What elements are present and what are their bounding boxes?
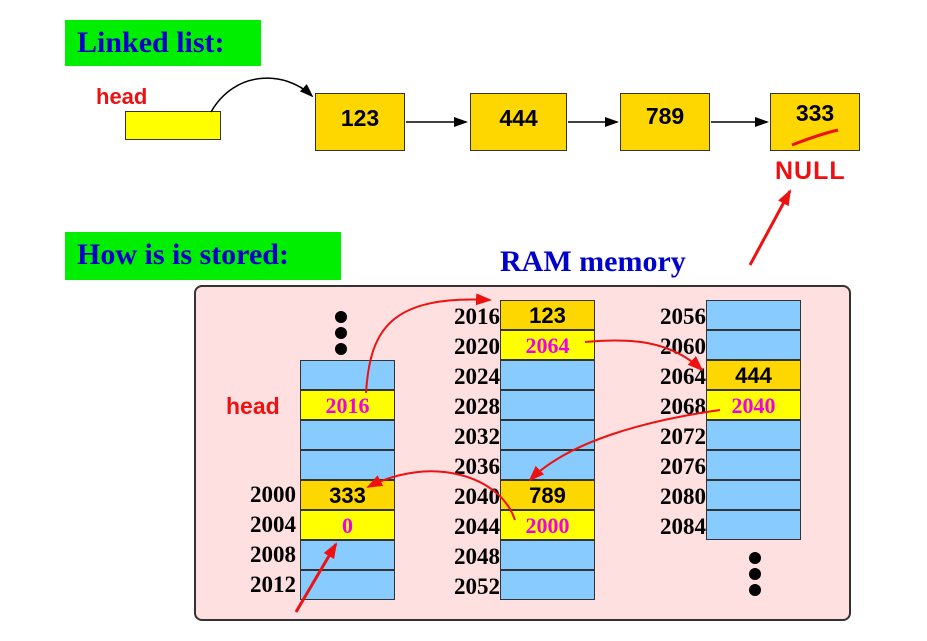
head-pointer-box [125, 111, 221, 140]
address-label: 2084 [660, 514, 706, 539]
memory-cell: 2000 [500, 510, 595, 540]
strike-mark [791, 128, 839, 147]
head-label: head [96, 84, 148, 109]
address-label: 2080 [660, 484, 706, 509]
2064-pointer-arrow [584, 339, 704, 372]
address-label: 2024 [454, 364, 500, 389]
memory-cell [706, 300, 801, 330]
memory-cell [500, 390, 595, 420]
memory-cell: 123 [500, 300, 595, 330]
memory-column-1: 2016 333 0 [300, 360, 395, 600]
how-stored-title: How is is stored: [65, 232, 341, 280]
memory-cell: 2016 [300, 390, 395, 420]
memory-column-2: 123 2064 789 2000 [500, 300, 595, 600]
address-label: 2004 [250, 512, 296, 537]
list-node-2: 444 [470, 93, 567, 151]
address-label: 2028 [454, 394, 500, 419]
address-label: 2032 [454, 424, 500, 449]
address-label: 2000 [250, 482, 296, 507]
memory-cell: 333 [300, 480, 395, 510]
address-label: 2012 [250, 572, 296, 597]
address-label: 2044 [454, 514, 500, 539]
memory-cell: 789 [500, 480, 595, 510]
memory-cell [500, 570, 595, 600]
null-pointer-arrow [748, 189, 792, 266]
ram-memory-title: RAM memory [500, 245, 686, 278]
address-label: 2008 [250, 542, 296, 567]
head-to-2016-arrow [365, 293, 492, 394]
null-label: NULL [775, 157, 846, 185]
memory-cell [500, 360, 595, 390]
memory-cell [706, 480, 801, 510]
memory-cell: 2040 [706, 390, 801, 420]
memory-cell [706, 450, 801, 480]
head-to-node-arrow [210, 77, 314, 113]
list-node-1: 123 [315, 93, 405, 151]
memory-cell [706, 420, 801, 450]
memory-head-label: head [226, 393, 280, 419]
ellipsis-dots-right [749, 552, 761, 596]
address-label: 2056 [660, 304, 706, 329]
memory-cell [300, 360, 395, 390]
list-node-4: 333 [770, 93, 860, 151]
memory-cell: 2064 [500, 330, 595, 360]
address-label: 2048 [454, 544, 500, 569]
memory-cell [300, 570, 395, 600]
memory-cell [500, 420, 595, 450]
memory-cell [500, 540, 595, 570]
address-label: 2052 [454, 574, 500, 599]
address-label: 2072 [660, 424, 706, 449]
memory-cell [706, 510, 801, 540]
address-label: 2076 [660, 454, 706, 479]
ellipsis-dots-left [335, 311, 347, 355]
2000-pointer-arrow [366, 470, 516, 521]
memory-cell [706, 330, 801, 360]
memory-cell: 0 [300, 510, 395, 540]
memory-cell [300, 450, 395, 480]
address-label: 2020 [454, 334, 500, 359]
memory-cell [300, 420, 395, 450]
list-node-3: 789 [620, 93, 710, 151]
address-label: 2040 [454, 484, 500, 509]
address-label: 2016 [454, 304, 500, 329]
address-label: 2068 [660, 394, 706, 419]
2040-pointer-arrow [528, 409, 721, 482]
null-zero-arrow [294, 542, 338, 613]
memory-column-3: 444 2040 [706, 300, 801, 540]
linked-list-title: Linked list: [65, 20, 261, 66]
memory-cell [300, 540, 395, 570]
memory-cell: 444 [706, 360, 801, 390]
